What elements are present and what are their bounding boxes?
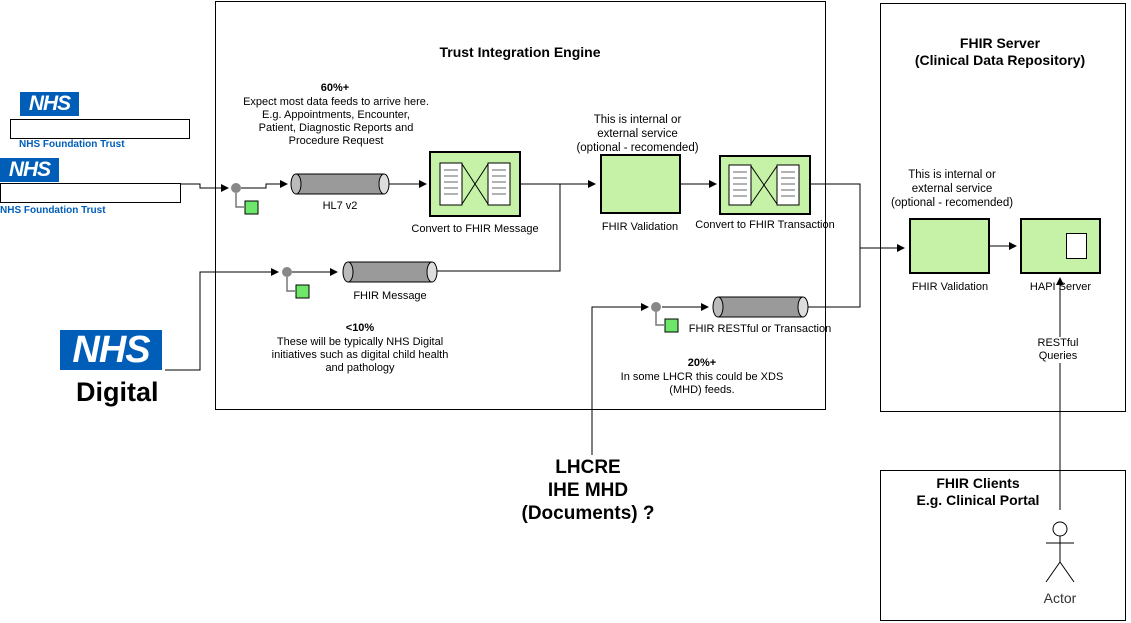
restful-channel-label: FHIR RESTful or Transaction xyxy=(688,323,832,335)
lhcre-line2: IHE MHD xyxy=(547,480,629,501)
convert-transaction-label: Convert to FHIR Transaction xyxy=(695,219,835,231)
router-dot-hl7 xyxy=(231,183,241,193)
lhcre-label: LHCRE IHE MHD (Documents) ? xyxy=(508,456,668,525)
restful-note-line2: (MHD) feeds. xyxy=(669,384,735,396)
nhs-logo-trust2: NHS xyxy=(0,158,59,182)
translator-icon-convert-transaction xyxy=(719,155,811,215)
translator-icon-convert-message xyxy=(429,151,521,217)
fhir-clients-title-line1: FHIR Clients xyxy=(936,475,1020,491)
server-note-line2: external service xyxy=(911,183,993,195)
actor-icon xyxy=(1045,521,1075,583)
lhcre-line1: LHCRE xyxy=(555,457,621,478)
fhir-clients-title-line2: E.g. Clinical Portal xyxy=(916,492,1040,508)
fhir-validation-server[interactable] xyxy=(909,218,990,274)
endpoint-restful xyxy=(664,318,679,333)
fhir-clients-title: FHIR Clients E.g. Clinical Portal xyxy=(880,475,1076,509)
hl7-note-line2: E.g. Appointments, Encounter, xyxy=(262,109,410,121)
server-note-line3: (optional - recomended) xyxy=(890,197,1014,209)
hl7-note-line3: Patient, Diagnostic Reports and xyxy=(258,122,414,134)
connector-digital-to-router xyxy=(165,268,279,371)
trust2-name-field[interactable] xyxy=(0,183,181,203)
actor-label: Actor xyxy=(1043,590,1077,606)
hapi-server-label: HAPI Server xyxy=(1029,281,1092,293)
fhir-validation-engine[interactable] xyxy=(600,154,681,214)
fhir-message-note-line2: initiatives such as digital child health xyxy=(271,349,449,361)
validation-note-line2: external service xyxy=(597,128,678,140)
trust2-label: NHS Foundation Trust xyxy=(0,205,106,216)
fhir-server-container xyxy=(880,3,1126,412)
nhs-digital-label: Digital xyxy=(76,377,159,407)
connector-fhir-message-to-validation xyxy=(437,184,561,272)
fhir-server-title-line2: (Clinical Data Repository) xyxy=(914,52,1086,68)
validation-note-line1: This is internal or xyxy=(593,114,682,126)
hl7-note: Expect most data feeds to arrive here. E… xyxy=(216,96,456,148)
fhir-validation-engine-label: FHIR Validation xyxy=(601,221,679,233)
endpoint-hl7 xyxy=(244,200,259,215)
hl7-percent: 60%+ xyxy=(320,82,350,94)
fhir-clients-container xyxy=(880,470,1126,621)
trust1-name-field[interactable] xyxy=(10,119,190,139)
nhs-logo-digital: NHS xyxy=(60,330,162,370)
trust-engine-title: Trust Integration Engine xyxy=(439,44,601,60)
fhir-server-title-line1: FHIR Server xyxy=(959,35,1041,51)
connector-router-to-hl7 xyxy=(241,180,288,189)
endpoint-fhir-message xyxy=(295,284,310,299)
hl7-note-line1: Expect most data feeds to arrive here. xyxy=(243,96,429,108)
fhir-message-percent: <10% xyxy=(345,322,375,334)
validation-note-line3: (optional - recomended) xyxy=(576,142,699,154)
fhir-server-title: FHIR Server (Clinical Data Repository) xyxy=(880,35,1120,69)
trust-integration-engine-container xyxy=(215,1,826,410)
validation-service-note: This is internal or external service (op… xyxy=(560,113,715,155)
restful-queries-label: RESTful Queries xyxy=(1030,337,1086,363)
queries-line2: Queries xyxy=(1038,350,1078,362)
hapi-server-icon xyxy=(1066,233,1087,259)
channel-fhir-message xyxy=(342,261,438,283)
restful-note-line1: In some LHCR this could be XDS xyxy=(620,371,784,383)
channel-restful xyxy=(712,296,809,318)
hl7-note-line4: Procedure Request xyxy=(288,135,384,147)
lhcre-line3: (Documents) ? xyxy=(521,503,655,524)
server-service-note: This is internal or external service (op… xyxy=(880,168,1024,210)
restful-percent: 20%+ xyxy=(687,357,717,369)
nhs-logo-trust1: NHS xyxy=(20,92,79,116)
server-note-line1: This is internal or xyxy=(908,169,996,181)
fhir-message-note-line3: and pathology xyxy=(325,362,395,374)
fhir-message-note-line1: These will be typically NHS Digital xyxy=(276,336,444,348)
channel-hl7 xyxy=(290,173,390,195)
fhir-message-label: FHIR Message xyxy=(353,290,427,302)
connector-transaction-to-server xyxy=(810,183,905,252)
convert-message-label: Convert to FHIR Message xyxy=(411,223,539,235)
queries-line1: RESTful xyxy=(1037,337,1079,349)
hl7-channel-label: HL7 v2 xyxy=(322,200,358,212)
trust1-label: NHS Foundation Trust xyxy=(19,139,125,150)
connector-lhcre-to-router xyxy=(591,303,649,455)
fhir-validation-server-label: FHIR Validation xyxy=(911,281,989,293)
fhir-message-note: These will be typically NHS Digital init… xyxy=(250,336,470,375)
connector-trust-to-router xyxy=(180,183,229,192)
restful-note: In some LHCR this could be XDS (MHD) fee… xyxy=(602,371,802,397)
router-dot-restful xyxy=(651,302,661,312)
router-dot-fhir-message xyxy=(282,267,292,277)
hapi-server[interactable] xyxy=(1020,218,1101,274)
